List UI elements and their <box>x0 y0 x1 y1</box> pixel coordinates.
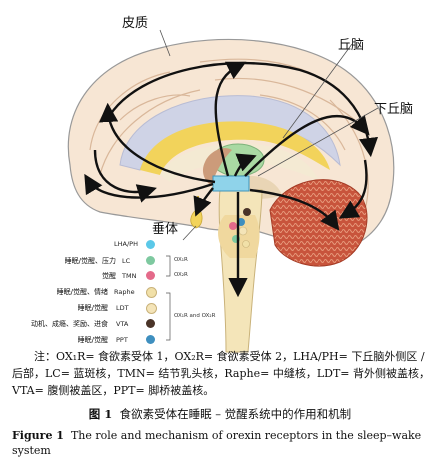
receptor-label-ox1r-ox2r: OX₁R and OX₂R <box>174 313 216 319</box>
receptor-label-ox2r: OX₂R <box>174 272 188 278</box>
legend-dot-vta <box>146 319 155 328</box>
figure-note: 注：OX₁R= 食欲素受体 1，OX₂R= 食欲素受体 2，LHA/PH= 下丘… <box>12 350 430 397</box>
ldt-dot <box>238 226 248 236</box>
legend-dot-raphe <box>146 287 157 298</box>
legend-function-tmn: 觉醒 <box>102 272 116 280</box>
arrow-cortex-front <box>99 102 216 184</box>
figure-en-title: The role and mechanism of orexin recepto… <box>12 429 422 457</box>
brainstem <box>218 189 263 353</box>
fornix-band <box>140 121 330 175</box>
legend-dot-ppt <box>146 335 155 344</box>
arrow-pituitary <box>193 187 214 217</box>
legend-function-ppt: 睡眠/觉醒 <box>77 336 108 344</box>
receptor-label-ox1r: OX₁R <box>174 257 188 263</box>
raphe-dot <box>242 240 250 248</box>
pituitary-label: 垂体 <box>152 222 179 237</box>
legend-abbr-tmn: TMN <box>122 272 137 280</box>
legend-abbr-vta: VTA <box>116 320 129 328</box>
legend-abbr-lc: LC <box>122 257 131 265</box>
figure-en-label: Figure 1 <box>12 429 64 442</box>
figure-title-cn: 图 1 食欲素受体在睡眠 – 觉醒系统中的作用和机制 <box>12 406 428 422</box>
arrow-frontal <box>84 173 214 199</box>
legend-function-raphe: 睡眠/觉醒、情绪 <box>56 288 108 296</box>
figure-title-en: Figure 1 The role and mechanism of orexi… <box>12 428 432 458</box>
figure-cn-title: 食欲素受体在睡眠 – 觉醒系统中的作用和机制 <box>119 407 352 421</box>
arrow-cortex-back <box>244 114 370 177</box>
tmn-dot <box>229 222 237 230</box>
legend-abbr-lha-ph: LHA/PH <box>114 240 138 248</box>
arrow-cortex-top <box>214 61 247 177</box>
legend-function-lc: 睡眠/觉醒、压力 <box>64 257 116 265</box>
legend-dot-ldt <box>146 303 157 314</box>
legend-function-vta: 动机、成瘾、奖励、进食 <box>31 320 108 328</box>
thalamus-label: 丘脑 <box>338 38 365 53</box>
lha-ph-box <box>212 175 250 192</box>
arrow-thalamus <box>233 153 257 177</box>
cerebellum <box>269 179 368 267</box>
legend-abbr-raphe: Raphe <box>114 288 135 296</box>
legend-abbr-ppt: PPT <box>116 336 128 344</box>
brain-diagram <box>67 29 395 353</box>
legend-abbr-ldt: LDT <box>116 304 129 312</box>
hypothalamus-region <box>202 148 232 186</box>
cortex-label: 皮质 <box>122 16 149 31</box>
legend-dot-tmn <box>146 271 155 280</box>
legend-dot-lc <box>146 256 155 265</box>
hypothalamus-label: 下丘脑 <box>374 102 414 117</box>
legend-function-ldt: 睡眠/觉醒 <box>77 304 108 312</box>
figure-cn-label: 图 1 <box>88 407 113 421</box>
vta-dot <box>243 208 251 216</box>
arrow-cerebellum <box>249 188 340 231</box>
legend-dot-lha-ph <box>146 240 155 249</box>
